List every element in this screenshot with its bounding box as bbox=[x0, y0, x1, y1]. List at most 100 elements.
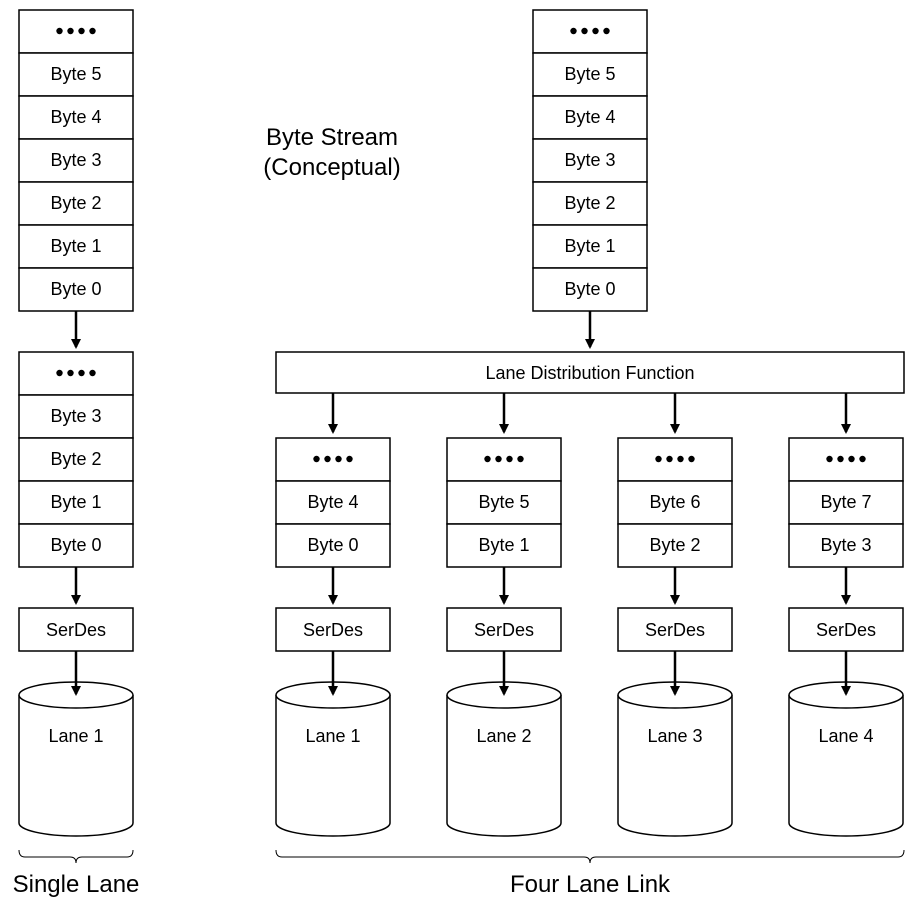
lane-cylinder: Lane 2 bbox=[446, 681, 562, 837]
serdes-box bbox=[788, 607, 904, 652]
byte-cell bbox=[532, 181, 648, 226]
byte-cell bbox=[532, 224, 648, 269]
ellipsis-dot bbox=[570, 27, 577, 35]
ellipsis-cell bbox=[788, 437, 904, 482]
byte-label: Byte 5 bbox=[564, 64, 615, 84]
byte-cell bbox=[18, 52, 134, 97]
byte-label: Byte 3 bbox=[50, 406, 101, 426]
byte-cell bbox=[532, 267, 648, 312]
byte-cell bbox=[18, 138, 134, 183]
ellipsis-dot bbox=[826, 455, 833, 463]
byte-cell bbox=[18, 95, 134, 140]
ellipsis-dot bbox=[313, 455, 320, 463]
ellipsis-dot bbox=[78, 27, 85, 35]
byte-label: Byte 1 bbox=[50, 492, 101, 512]
four-lane-brace bbox=[275, 849, 905, 864]
byte-label: Byte 2 bbox=[649, 535, 700, 555]
ellipsis-dots bbox=[56, 369, 96, 377]
ellipsis-dot bbox=[688, 455, 695, 463]
byte-cell bbox=[18, 267, 134, 312]
ellipsis-dot bbox=[677, 455, 684, 463]
four-lane-byte-stream: •••• Byte 5 Byte 4 Byte 3 Byte 2 Byte 1 … bbox=[532, 9, 648, 312]
ellipsis-dot bbox=[56, 27, 63, 35]
serdes-label: SerDes bbox=[46, 620, 106, 640]
byte-label: Byte 3 bbox=[50, 150, 101, 170]
byte-cell bbox=[18, 480, 134, 525]
byte-label: Byte 5 bbox=[50, 64, 101, 84]
lane-cylinder: Lane 4 bbox=[788, 681, 904, 837]
lane-label: Lane 3 bbox=[647, 726, 702, 746]
ellipsis-dot bbox=[335, 455, 342, 463]
ellipsis-dot bbox=[324, 455, 331, 463]
ellipsis-dots bbox=[570, 27, 610, 35]
byte-label: Byte 2 bbox=[50, 193, 101, 213]
single-lane-brace bbox=[18, 849, 134, 864]
byte-cell bbox=[532, 52, 648, 97]
byte-label: Byte 2 bbox=[50, 449, 101, 469]
ellipsis-cell bbox=[18, 9, 134, 54]
byte-cell bbox=[788, 480, 904, 525]
byte-cell bbox=[446, 523, 562, 568]
serdes-box bbox=[18, 607, 134, 652]
ellipsis-dot bbox=[78, 369, 85, 377]
single-lane-caption: Single Lane bbox=[13, 871, 140, 898]
byte-label: Byte 2 bbox=[564, 193, 615, 213]
byte-label: Byte 1 bbox=[564, 236, 615, 256]
stream-subtitle: (Conceptual) bbox=[263, 154, 400, 181]
ellipsis-dot bbox=[67, 27, 74, 35]
ellipsis-cell bbox=[617, 437, 733, 482]
ellipsis-dot bbox=[603, 27, 610, 35]
byte-cell bbox=[18, 224, 134, 269]
four-lane-caption: Four Lane Link bbox=[510, 871, 671, 898]
byte-cell bbox=[532, 138, 648, 183]
ellipsis-dots bbox=[313, 455, 353, 463]
lane-label: Lane 4 bbox=[818, 726, 873, 746]
ellipsis-dot bbox=[837, 455, 844, 463]
lane-distribution-box bbox=[275, 351, 905, 394]
ellipsis-dot bbox=[655, 455, 662, 463]
byte-label: Byte 4 bbox=[307, 492, 358, 512]
byte-label: Byte 4 bbox=[564, 107, 615, 127]
byte-cell bbox=[18, 437, 134, 482]
ellipsis-dots bbox=[56, 27, 96, 35]
ellipsis-dot bbox=[67, 369, 74, 377]
serdes-label: SerDes bbox=[645, 620, 705, 640]
serdes-label: SerDes bbox=[474, 620, 534, 640]
lane-cylinder: Lane 1 bbox=[18, 681, 134, 837]
ellipsis-dot bbox=[592, 27, 599, 35]
byte-label: Byte 0 bbox=[50, 535, 101, 555]
lane-cylinder: Lane 1 bbox=[275, 681, 391, 837]
byte-label: Byte 5 bbox=[478, 492, 529, 512]
ellipsis-dot bbox=[89, 369, 96, 377]
ellipsis-dot bbox=[517, 455, 524, 463]
lane-label: Lane 1 bbox=[48, 726, 103, 746]
ellipsis-dots bbox=[484, 455, 524, 463]
ellipsis-dot bbox=[495, 455, 502, 463]
serdes-label: SerDes bbox=[303, 620, 363, 640]
byte-cell bbox=[788, 523, 904, 568]
ellipsis-cell bbox=[446, 437, 562, 482]
serdes-box bbox=[275, 607, 391, 652]
ellipsis-dot bbox=[666, 455, 673, 463]
single-lane-byte-stream: •••• Byte 5 Byte 4 Byte 3 Byte 2 Byte 1 … bbox=[18, 9, 134, 312]
byte-cell bbox=[18, 181, 134, 226]
ellipsis-dot bbox=[506, 455, 513, 463]
ellipsis-dot bbox=[56, 369, 63, 377]
byte-label: Byte 3 bbox=[564, 150, 615, 170]
single-lane-buffer: •••• Byte 3 Byte 2 Byte 1 Byte 0 bbox=[18, 351, 134, 568]
ellipsis-dot bbox=[848, 455, 855, 463]
ellipsis-dot bbox=[346, 455, 353, 463]
serdes-label: SerDes bbox=[816, 620, 876, 640]
byte-label: Byte 0 bbox=[307, 535, 358, 555]
ellipsis-dots bbox=[655, 455, 695, 463]
byte-label: Byte 1 bbox=[478, 535, 529, 555]
byte-label: Byte 1 bbox=[50, 236, 101, 256]
stream-title: Byte Stream bbox=[266, 124, 398, 151]
byte-label: Byte 3 bbox=[820, 535, 871, 555]
